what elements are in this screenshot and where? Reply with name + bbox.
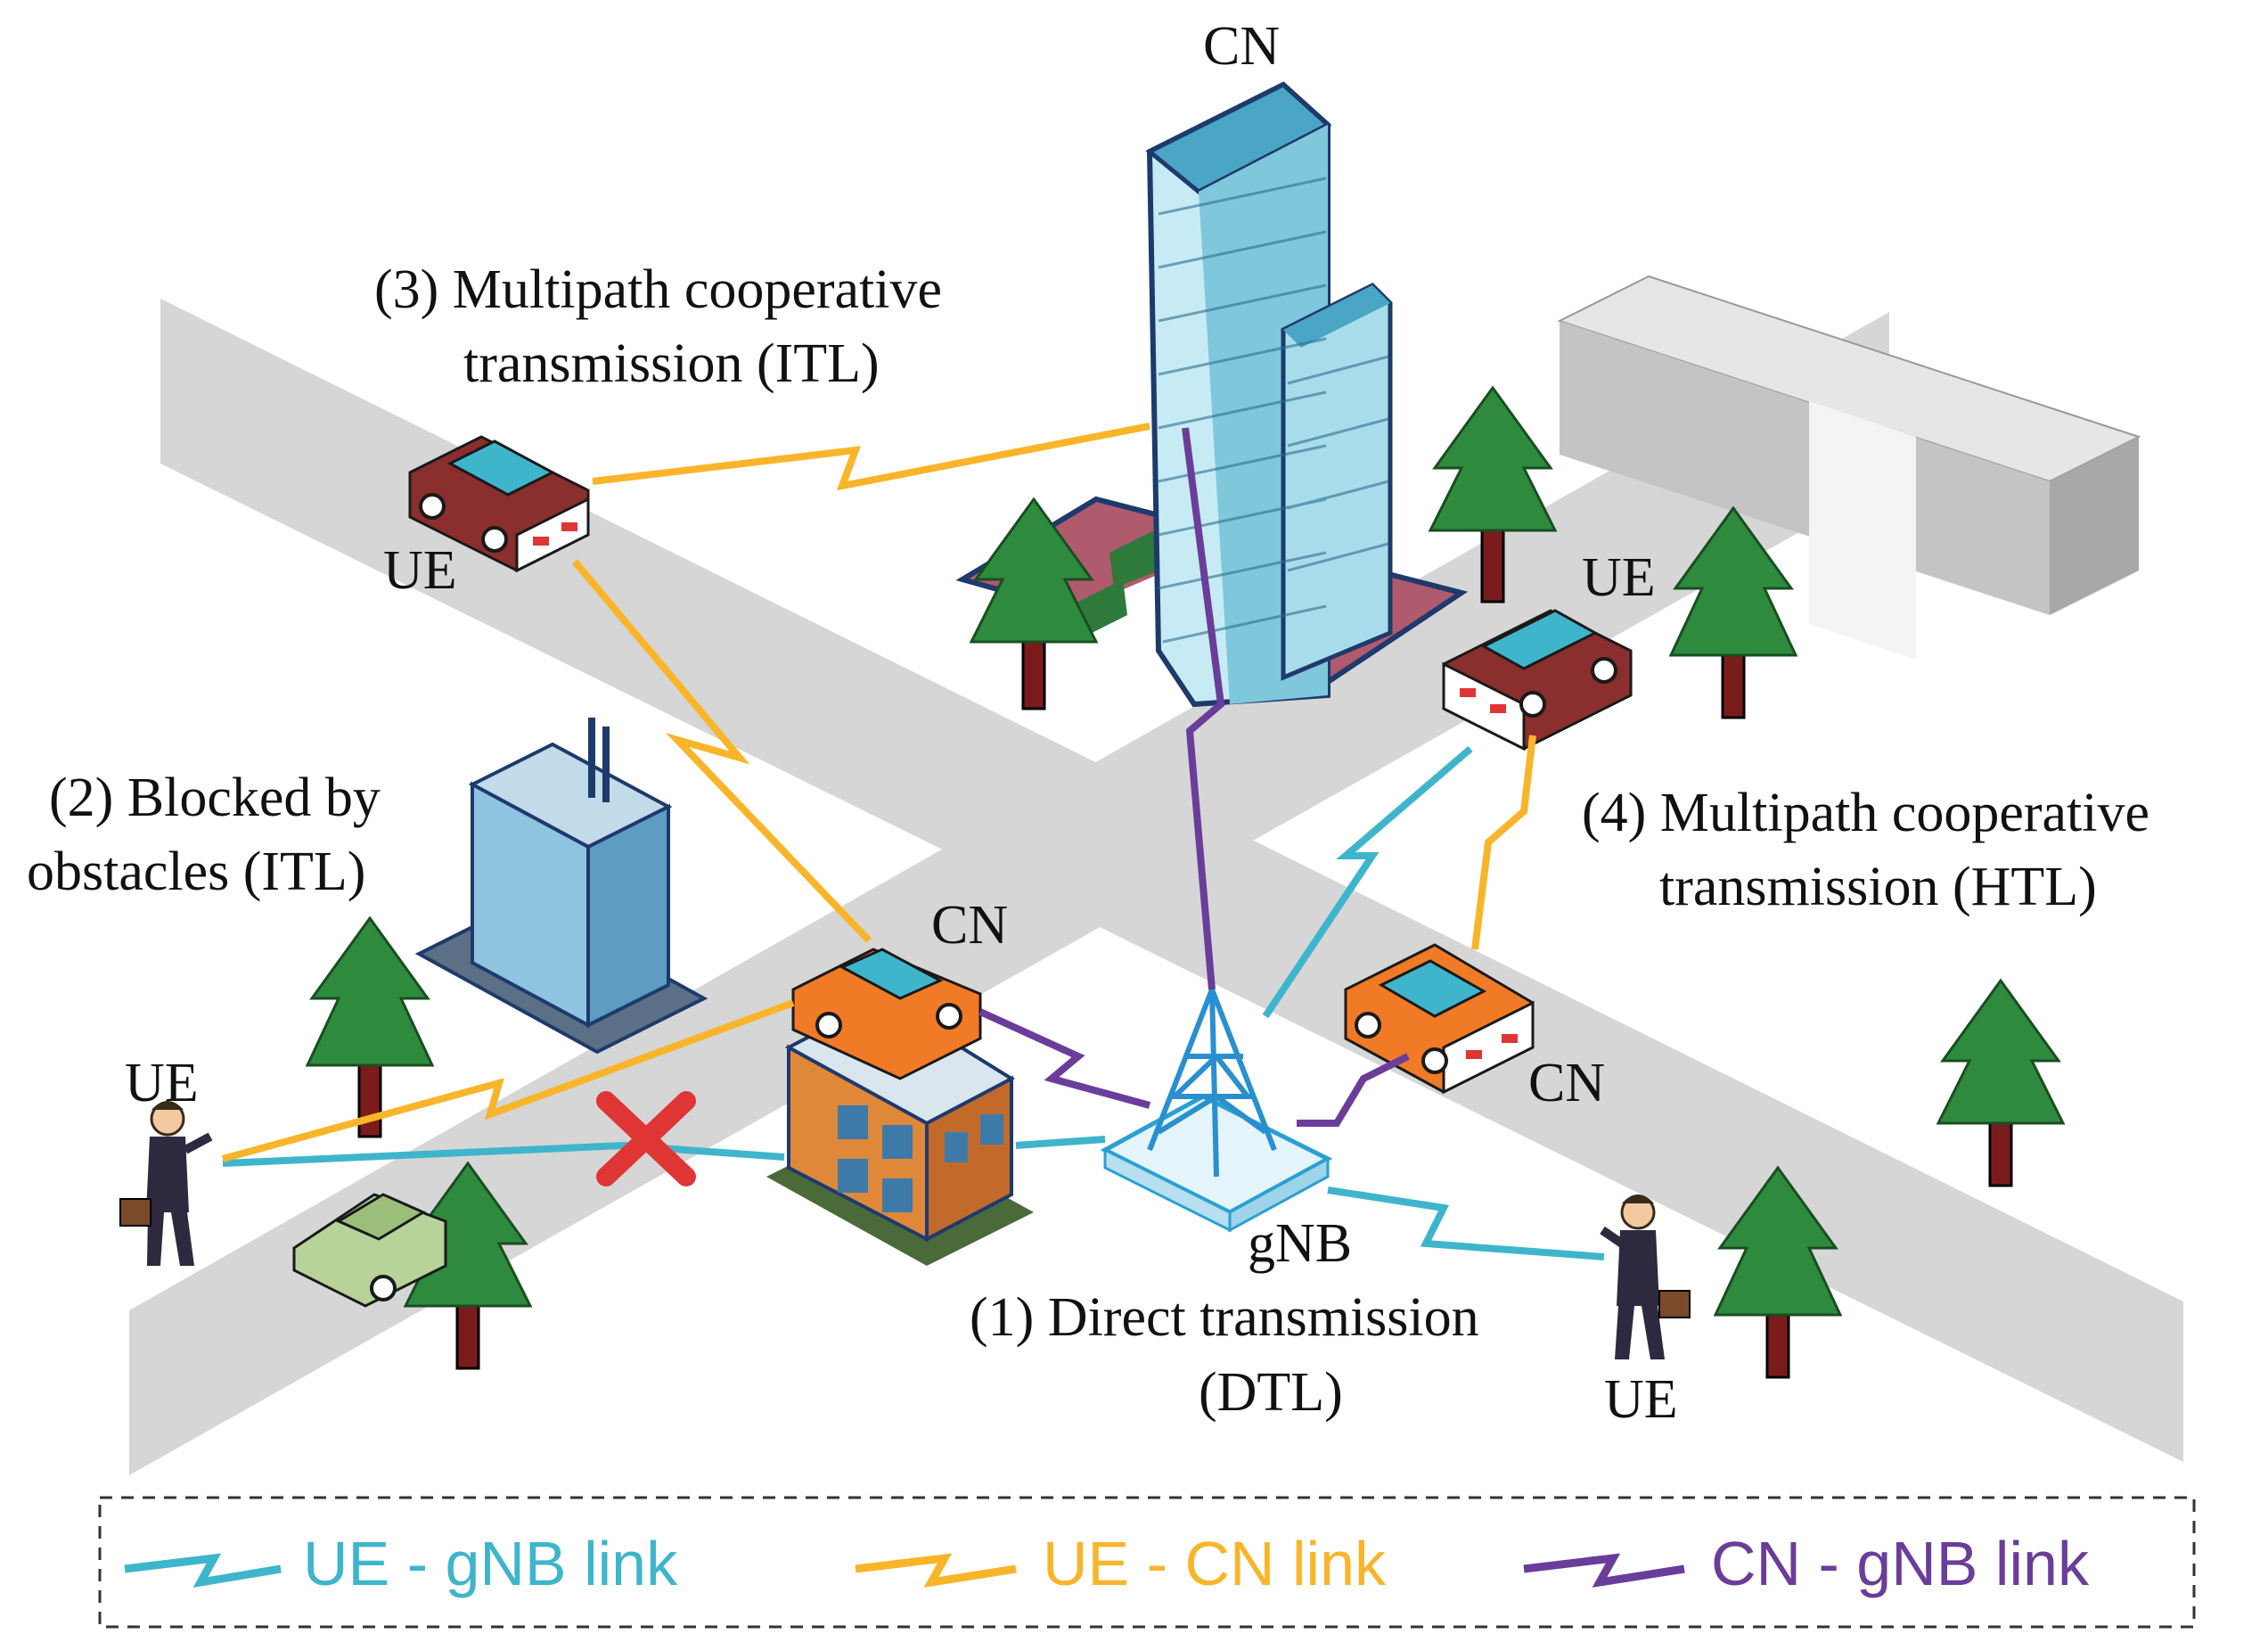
tree-icon [1668,505,1798,719]
annotation-scenario3-line1: (3) Multipath cooperative [374,259,942,320]
pedestrian-ue-left [119,1101,213,1266]
ue-cn-links [221,423,1536,1162]
legend-label-ue-gnb: UE - gNB link [303,1529,678,1598]
label-gnb: gNB [1248,1213,1352,1274]
ue-gnb-link-icon [124,1553,282,1588]
label-ue-pedestrian-right: UE [1604,1369,1678,1430]
glass-office-building [414,718,708,1055]
label-cn-center: CN [931,895,1008,956]
cn-gnb-link-right [1297,1053,1410,1127]
gnb-base-station [1100,981,1333,1233]
grey-building [1557,275,2141,660]
label-ue-pedestrian-left: UE [125,1053,199,1113]
tree-icon [1428,385,1558,603]
legend-item-ue-cn: UE - CN link [855,1529,1387,1598]
label-cn-right: CN [1528,1053,1605,1113]
ue-gnb-links [222,745,1605,1260]
annotation-scenario3-line2: transmission (ITL) [463,333,880,394]
car-ue-right [1442,609,1633,751]
tree-icon [1936,978,2066,1187]
pedestrian-ue-right [1600,1195,1691,1359]
ue-cn-link-pedestrian [221,999,795,1162]
legend-item-cn-gnb: CN - gNB link [1523,1529,2090,1598]
ue-cn-link-top-down [571,559,872,943]
annotation-scenario2-line1: (2) Blocked by [49,768,381,828]
label-ue-right-car: UE [1582,547,1656,608]
annotation-scenario4-line2: transmission (HTL) [1659,857,2097,917]
ue-cn-link-icon [855,1553,1017,1588]
cn-gnb-links [978,427,1410,1127]
annotation-scenario2-line2: obstacles (ITL) [27,842,365,902]
ue-gnb-link-blocked [222,1141,785,1167]
car-parked-green [292,1193,447,1308]
legend: UE - gNB link UE - CN link CN - gNB link [98,1496,2196,1629]
car-cn-center [791,948,982,1080]
annotation-scenario4-line1: (4) Multipath cooperative [1582,783,2149,843]
label-cn-top: CN [1203,16,1280,77]
apartment-building [766,996,1034,1266]
car-ue-top-left [408,435,590,573]
legend-item-ue-gnb: UE - gNB link [124,1529,678,1598]
car-cn-right [1344,943,1535,1095]
annotation-scenario1-line1: (1) Direct transmission [970,1287,1479,1348]
legend-label-ue-cn: UE - CN link [1043,1529,1387,1598]
ue-cn-link-top [592,423,1150,491]
cn-gnb-link-icon [1523,1553,1685,1588]
cn-gnb-link-top [1182,427,1225,990]
skyscraper-cn [955,81,1469,708]
ue-cn-link-right [1471,735,1536,950]
ue-gnb-link-direct [1327,1186,1605,1260]
tree-icon [305,915,435,1138]
tree-icon [1713,1165,1843,1379]
cn-gnb-link-center [978,1008,1151,1109]
tree-icon [969,497,1099,710]
annotation-scenario1-line2: (DTL) [1199,1362,1343,1423]
ue-gnb-link-car [1262,745,1473,1019]
blocked-x-icon [596,1091,696,1186]
legend-label-cn-gnb: CN - gNB link [1711,1529,2090,1598]
label-ue-top-left: UE [383,540,457,601]
ue-gnb-link-building-side [1015,1136,1106,1149]
